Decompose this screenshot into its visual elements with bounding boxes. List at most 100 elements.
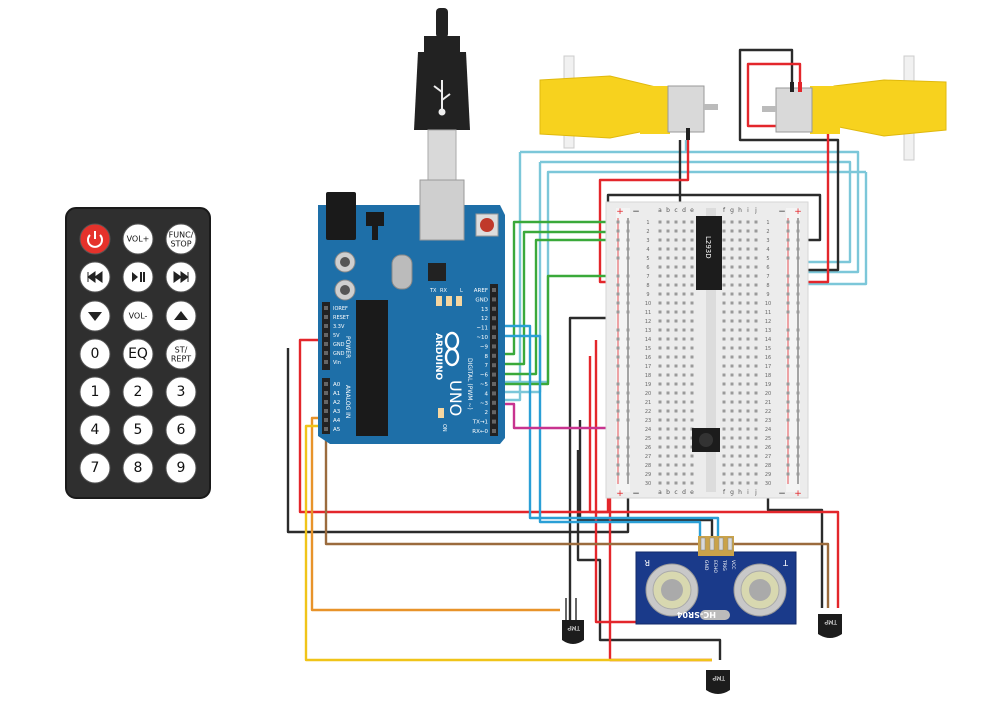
bb-hole[interactable] — [738, 301, 742, 305]
bb-hole[interactable] — [690, 310, 694, 314]
bb-hole[interactable] — [746, 220, 750, 224]
bb-rail-hole[interactable] — [616, 301, 620, 305]
analog-pin-hole[interactable] — [324, 409, 328, 413]
bb-hole[interactable] — [658, 283, 662, 287]
bb-hole[interactable] — [738, 481, 742, 485]
bb-hole[interactable] — [674, 454, 678, 458]
bb-hole[interactable] — [682, 247, 686, 251]
bb-rail-hole[interactable] — [796, 229, 800, 233]
bb-rail-hole[interactable] — [616, 337, 620, 341]
bb-rail-hole[interactable] — [796, 247, 800, 251]
bb-hole[interactable] — [682, 436, 686, 440]
us-pin[interactable] — [700, 537, 706, 551]
bb-hole[interactable] — [682, 373, 686, 377]
bb-hole[interactable] — [738, 337, 742, 341]
digital-pin-hole[interactable] — [492, 410, 496, 415]
bb-hole[interactable] — [658, 319, 662, 323]
power-pin-hole[interactable] — [324, 360, 328, 364]
bb-rail-hole[interactable] — [616, 445, 620, 449]
digital-pin-hole[interactable] — [492, 335, 496, 339]
bb-hole[interactable] — [690, 301, 694, 305]
bb-hole[interactable] — [730, 238, 734, 242]
bb-hole[interactable] — [666, 454, 670, 458]
bb-hole[interactable] — [674, 265, 678, 269]
bb-hole[interactable] — [690, 328, 694, 332]
bb-rail-hole[interactable] — [786, 220, 790, 224]
bb-hole[interactable] — [690, 409, 694, 413]
bb-rail-hole[interactable] — [616, 418, 620, 422]
bb-hole[interactable] — [754, 346, 758, 350]
bb-rail-hole[interactable] — [796, 301, 800, 305]
three-button[interactable]: 3 — [165, 376, 197, 408]
bb-rail-hole[interactable] — [626, 247, 630, 251]
bb-hole[interactable] — [682, 391, 686, 395]
bb-hole[interactable] — [738, 292, 742, 296]
bb-hole[interactable] — [658, 481, 662, 485]
bb-hole[interactable] — [730, 409, 734, 413]
bb-rail-hole[interactable] — [786, 400, 790, 404]
bb-hole[interactable] — [730, 265, 734, 269]
bb-hole[interactable] — [658, 436, 662, 440]
bb-rail-hole[interactable] — [786, 229, 790, 233]
digital-pin-hole[interactable] — [492, 353, 496, 358]
digital-pin-hole[interactable] — [492, 429, 496, 433]
bb-hole[interactable] — [754, 310, 758, 314]
bb-rail-hole[interactable] — [786, 355, 790, 359]
bb-hole[interactable] — [730, 310, 734, 314]
push-button[interactable] — [692, 428, 720, 452]
bb-hole[interactable] — [754, 292, 758, 296]
us-pin[interactable] — [709, 537, 715, 551]
bb-hole[interactable] — [754, 220, 758, 224]
bb-rail-hole[interactable] — [786, 292, 790, 296]
bb-hole[interactable] — [746, 427, 750, 431]
bb-hole[interactable] — [738, 463, 742, 467]
bb-hole[interactable] — [730, 337, 734, 341]
bb-hole[interactable] — [690, 400, 694, 404]
bb-hole[interactable] — [690, 364, 694, 368]
bb-hole[interactable] — [658, 373, 662, 377]
bb-hole[interactable] — [682, 220, 686, 224]
digital-pin-hole[interactable] — [492, 325, 496, 330]
bb-rail-hole[interactable] — [626, 274, 630, 278]
bb-hole[interactable] — [682, 337, 686, 341]
bb-rail-hole[interactable] — [796, 382, 800, 386]
bb-hole[interactable] — [690, 319, 694, 323]
bb-hole[interactable] — [746, 436, 750, 440]
eight-button[interactable]: 8 — [122, 452, 154, 484]
bb-hole[interactable] — [666, 382, 670, 386]
us-pin[interactable] — [718, 537, 724, 551]
bb-rail-hole[interactable] — [786, 382, 790, 386]
bb-hole[interactable] — [722, 229, 726, 233]
bb-hole[interactable] — [666, 319, 670, 323]
bb-hole[interactable] — [690, 382, 694, 386]
bb-hole[interactable] — [730, 292, 734, 296]
bb-hole[interactable] — [746, 292, 750, 296]
bb-rail-hole[interactable] — [796, 355, 800, 359]
bb-rail-hole[interactable] — [796, 283, 800, 287]
bb-hole[interactable] — [682, 409, 686, 413]
bb-rail-hole[interactable] — [616, 409, 620, 413]
bb-hole[interactable] — [658, 238, 662, 242]
bb-hole[interactable] — [746, 400, 750, 404]
bb-hole[interactable] — [730, 454, 734, 458]
bb-rail-hole[interactable] — [796, 256, 800, 260]
bb-rail-hole[interactable] — [786, 409, 790, 413]
bb-hole[interactable] — [730, 256, 734, 260]
bb-hole[interactable] — [666, 391, 670, 395]
bb-hole[interactable] — [666, 472, 670, 476]
bb-hole[interactable] — [674, 337, 678, 341]
bb-hole[interactable] — [674, 247, 678, 251]
bb-hole[interactable] — [666, 337, 670, 341]
bb-hole[interactable] — [690, 292, 694, 296]
bb-rail-hole[interactable] — [626, 220, 630, 224]
digital-pin-hole[interactable] — [492, 391, 496, 396]
bb-hole[interactable] — [690, 220, 694, 224]
bb-hole[interactable] — [690, 418, 694, 422]
bb-hole[interactable] — [730, 355, 734, 359]
bb-hole[interactable] — [746, 256, 750, 260]
bb-rail-hole[interactable] — [616, 400, 620, 404]
digital-pin-hole[interactable] — [492, 316, 496, 321]
bb-hole[interactable] — [738, 328, 742, 332]
bb-hole[interactable] — [738, 220, 742, 224]
bb-hole[interactable] — [674, 220, 678, 224]
